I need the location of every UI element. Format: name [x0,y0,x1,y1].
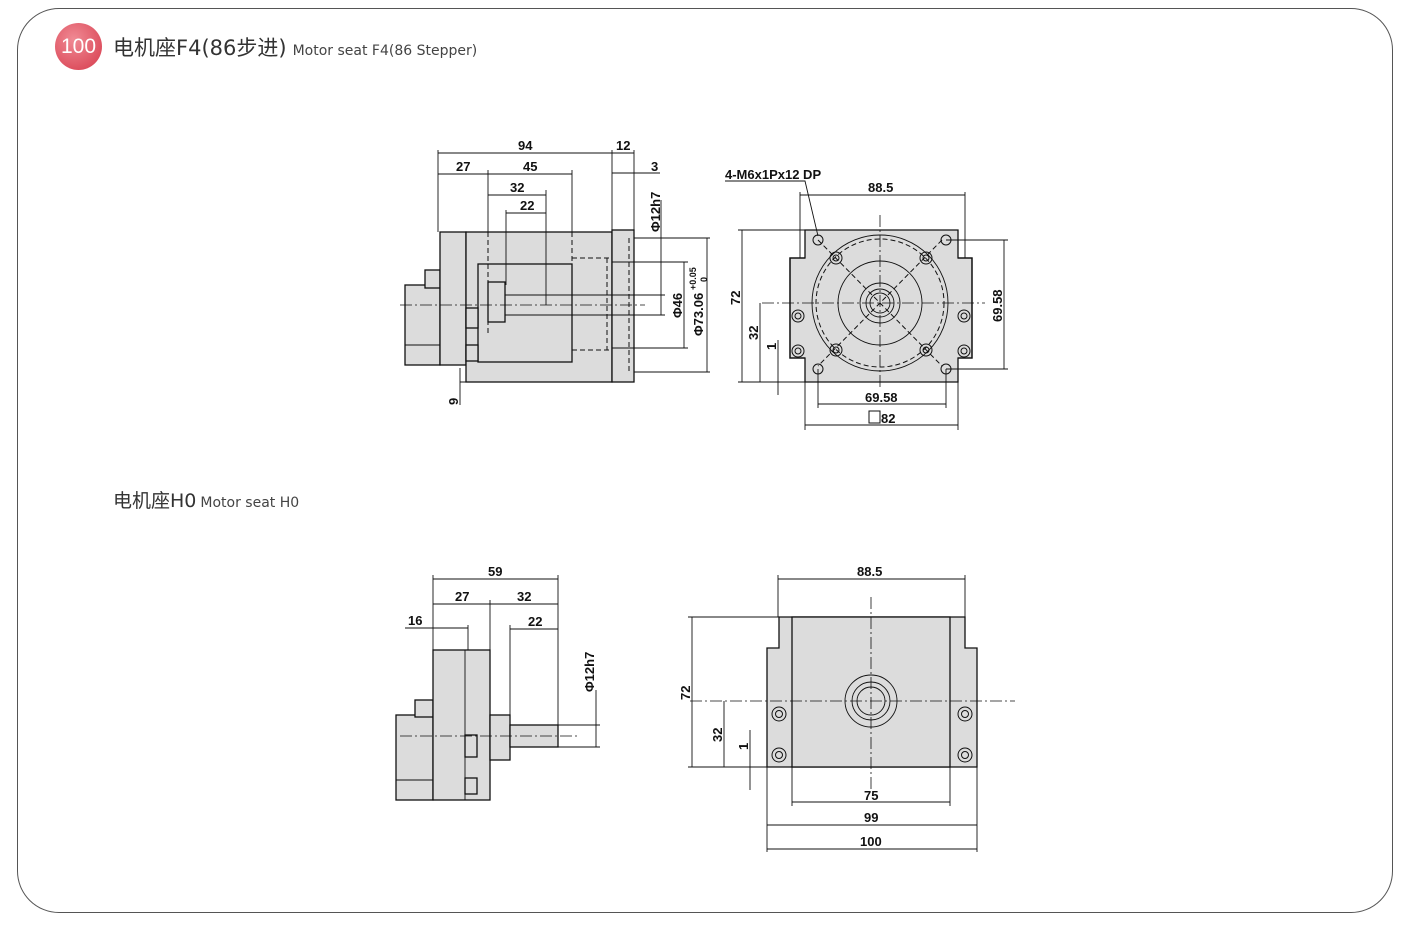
page-frame [17,8,1393,913]
dim-69-58-vertical: 69.58 [990,289,1005,322]
dim-phi46: Φ46 [670,293,685,318]
square-symbol [868,410,881,424]
dim-1: 1 [736,743,751,750]
dim-100: 100 [860,834,882,849]
dim-tolerance-upper: +0.05 [688,267,698,290]
title-en: Motor seat H0 [200,495,300,511]
dim-tolerance-lower: 0 [699,277,709,282]
h0-side-view: 59 27 32 16 22 Φ12h7 [395,564,600,801]
mounting-holes [771,706,973,763]
title-cn: 电机座H0 [113,490,197,512]
h0-front-view: 88.5 72 32 1 75 99 100 [678,564,1015,852]
dim-99: 99 [864,810,878,825]
dim-22: 22 [528,614,542,629]
dim-phi12h7: Φ12h7 [582,652,597,692]
dim-94: 94 [518,138,533,153]
f4-side-view: 94 12 27 45 3 32 22 Φ12h7 Φ46 Φ73.06 +0.… [400,138,710,405]
dim-27: 27 [455,589,469,604]
dim-72: 72 [678,686,693,700]
thread-callout: 4-M6x1Px12 DP [725,167,821,182]
title-en: Motor seat F4(86 Stepper) [292,43,478,59]
dim-75: 75 [864,788,878,803]
section-title-f4: 电机座F4(86步进) Motor seat F4(86 Stepper) [113,32,477,62]
dim-1: 1 [764,343,779,350]
dim-45: 45 [523,159,537,174]
dim-32: 32 [746,326,761,340]
dim-16: 16 [408,613,422,628]
dim-22: 22 [520,198,534,213]
dim-69-58-horizontal: 69.58 [865,390,898,405]
dim-square-82: 82 [881,411,895,426]
dim-27: 27 [456,159,470,174]
dim-12: 12 [616,138,630,153]
dim-32: 32 [517,589,531,604]
dim-59: 59 [488,564,502,579]
dim-phi73: Φ73.06 [691,293,706,336]
dim-32: 32 [510,180,524,195]
dim-88-5: 88.5 [857,564,882,579]
f4-front-view: 4-M6x1Px12 DP 88.5 72 32 1 69.58 69.58 8… [725,167,1008,430]
dim-phi12h7: Φ12h7 [648,192,663,232]
dim-9: 9 [446,398,461,405]
page-number-badge: 100 [55,23,102,70]
dim-72: 72 [728,291,743,305]
dim-88-5: 88.5 [868,180,893,195]
title-cn: 电机座F4(86步进) [113,36,287,60]
dim-32: 32 [710,728,725,742]
dim-3: 3 [651,159,658,174]
